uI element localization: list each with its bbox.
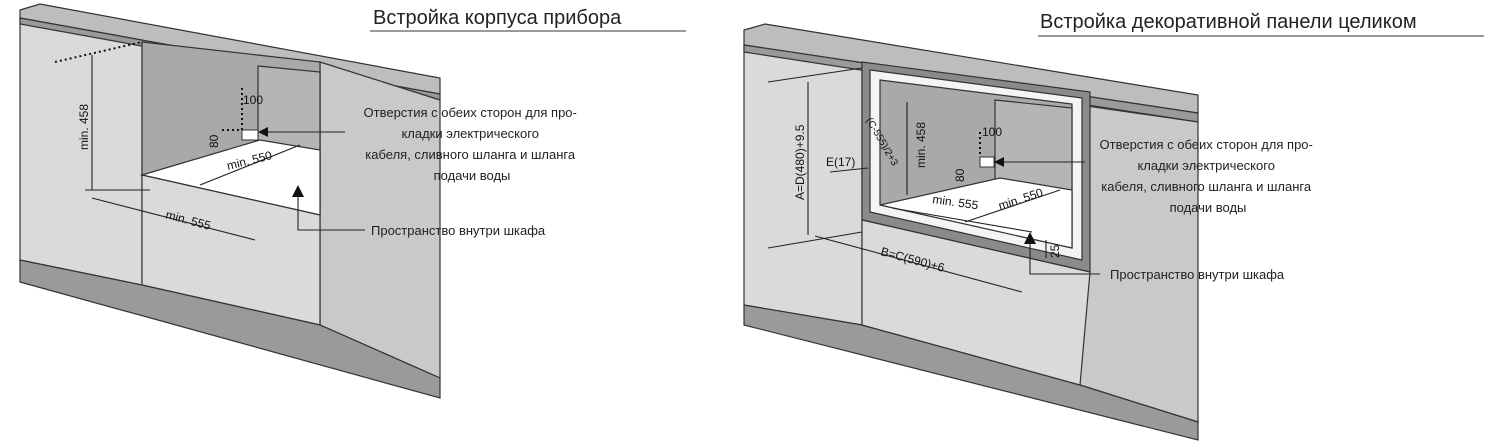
right-inner-width-line [891,207,1033,233]
right-inner-width-label: min. 555 [932,192,980,212]
right-note-line-3: кабеля, сливного шланга и шланга [1101,179,1312,194]
left-diagram: Встройка корпуса прибора min. 458 min. 5… [19,3,686,399]
left-note-line-3: кабеля, сливного шланга и шланга [365,147,576,162]
right-panel-width-line [814,235,1023,293]
right-frame-label: E(17) [826,155,855,169]
right-gap-label: 25 [1048,244,1062,258]
right-space-arrow-line [1029,240,1100,275]
left-title: Встройка корпуса прибора [373,7,622,29]
left-note-line-4: подачи воды [434,168,511,183]
left-depth-line [199,144,301,186]
right-right-panel [1079,104,1199,423]
right-frame-leader [829,167,869,173]
left-height-label: min. 458 [77,104,91,150]
right-lower-cabinet [861,219,1091,386]
right-note-line-2: кладки электрического [1137,158,1275,173]
right-inner-height-label: min. 458 [914,122,928,168]
right-note-line-4: подачи воды [1170,200,1247,215]
right-inner-depth-line [964,189,1061,223]
right-panel-height-top [767,67,863,83]
left-hole-arrowhead [258,127,268,137]
right-hole-w-label: 100 [982,125,1002,139]
right-title: Встройка декоративной панели целиком [1040,11,1417,33]
left-hole-box [241,129,259,141]
left-side-panel [19,17,143,286]
left-space-arrow-line [297,195,365,231]
left-note-holes: Отверстия с обеих сторон для про- кладки… [364,105,581,183]
right-panel-height-base [767,231,863,249]
left-hole-w-label: 100 [243,93,263,107]
right-diagram: Встройка декоративной панели целиком A=D… [743,11,1484,441]
right-hole-h-label: 80 [953,168,967,182]
left-hole-h-label: 80 [207,134,221,148]
right-space-arrowhead [1024,232,1036,244]
left-width-line [91,197,256,241]
left-note-line-2: кладки электрического [401,126,539,141]
left-space-arrowhead [292,185,304,197]
left-note-space: Пространство внутри шкафа [371,223,546,238]
right-note-space: Пространство внутри шкафа [1110,267,1285,282]
right-hole-box [979,156,995,168]
right-hole-arrowhead [994,157,1004,167]
right-panel-height-label: A=D(480)+9.5 [793,124,807,200]
right-note-holes: Отверстия с обеих сторон для про- кладки… [1100,137,1317,215]
right-note-line-1: Отверстия с обеих сторон для про- [1100,137,1313,152]
left-plinth [19,259,441,399]
left-note-line-1: Отверстия с обеих сторон для про- [364,105,577,120]
